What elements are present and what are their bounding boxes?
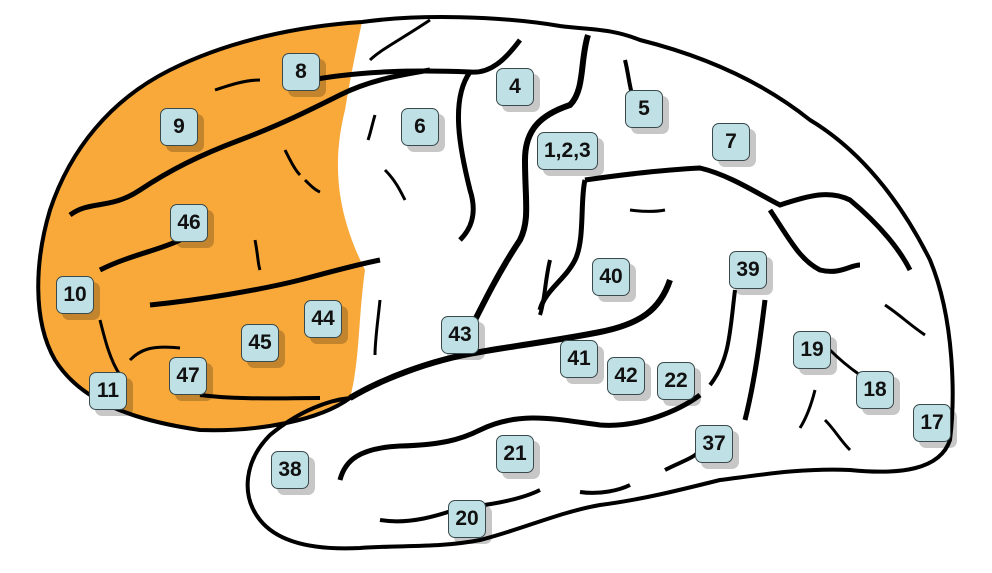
transverse-occipital-sulcus [767, 208, 861, 274]
sulcus-fragment [742, 299, 768, 421]
superior-temporal-sulcus [337, 392, 702, 481]
sulcus-fragment [98, 319, 181, 376]
brodmann-area-label-44: 44 [304, 300, 342, 338]
brodmann-area-label-46: 46 [170, 204, 208, 242]
sulcus-fragment [538, 259, 552, 316]
central-sulcus [467, 34, 591, 332]
brodmann-area-label-39: 39 [729, 251, 767, 289]
postcentral-sulcus [537, 165, 913, 311]
sulcus-fragment [214, 78, 261, 92]
inferior-frontal-sulcus [98, 237, 381, 308]
sulcus-fragment [828, 348, 861, 377]
brodmann-area-label-10: 10 [56, 276, 94, 314]
brodmann-area-label-42: 42 [607, 357, 645, 395]
brodmann-area-label-20: 20 [448, 500, 486, 538]
brodmann-area-label-11: 11 [89, 372, 127, 410]
brodmann-area-label-19: 19 [793, 331, 831, 369]
brodmann-area-label-21: 21 [496, 435, 534, 473]
sulcus-fragment [368, 18, 431, 62]
sulcus-fragment [199, 393, 321, 401]
cerebrum-outline [36, 15, 955, 551]
sulcus-fragment [283, 149, 321, 194]
superior-frontal-sulcus [68, 67, 431, 218]
sulcus-fragment [798, 389, 817, 429]
sulcus-fragment [253, 239, 262, 271]
brodmann-area-label-45: 45 [241, 324, 279, 362]
brodmann-area-label-18: 18 [856, 371, 894, 409]
sulcus-fragment [708, 289, 737, 387]
sulcus-fragment [366, 114, 407, 201]
sulcus-fragment [629, 208, 666, 213]
brodmann-area-label-43: 43 [441, 316, 479, 354]
brodmann-area-label-1-2-3: 1,2,3 [537, 132, 598, 170]
brodmann-area-label-41: 41 [560, 340, 598, 378]
precentral-sulcus [299, 38, 522, 242]
brodmann-area-label-47: 47 [169, 357, 207, 395]
brodmann-area-label-6: 6 [401, 108, 439, 146]
brodmann-area-label-4: 4 [496, 68, 534, 106]
sulcus-fragment [579, 483, 631, 495]
brodmann-area-label-40: 40 [592, 258, 630, 296]
brodmann-area-label-38: 38 [271, 451, 309, 489]
brodmann-area-label-8: 8 [282, 53, 320, 91]
sulcus-fragment [884, 303, 926, 337]
brodmann-area-label-9: 9 [160, 108, 198, 146]
sulcus-fragment [823, 418, 852, 452]
brodmann-area-label-22: 22 [657, 362, 695, 400]
brodmann-area-label-5: 5 [625, 90, 663, 128]
sulcus-fragment [373, 299, 382, 356]
brodmann-area-label-7: 7 [712, 123, 750, 161]
lateral-sulcus [348, 279, 673, 401]
brodmann-area-label-17: 17 [913, 404, 951, 442]
brodmann-area-label-37: 37 [695, 425, 733, 463]
